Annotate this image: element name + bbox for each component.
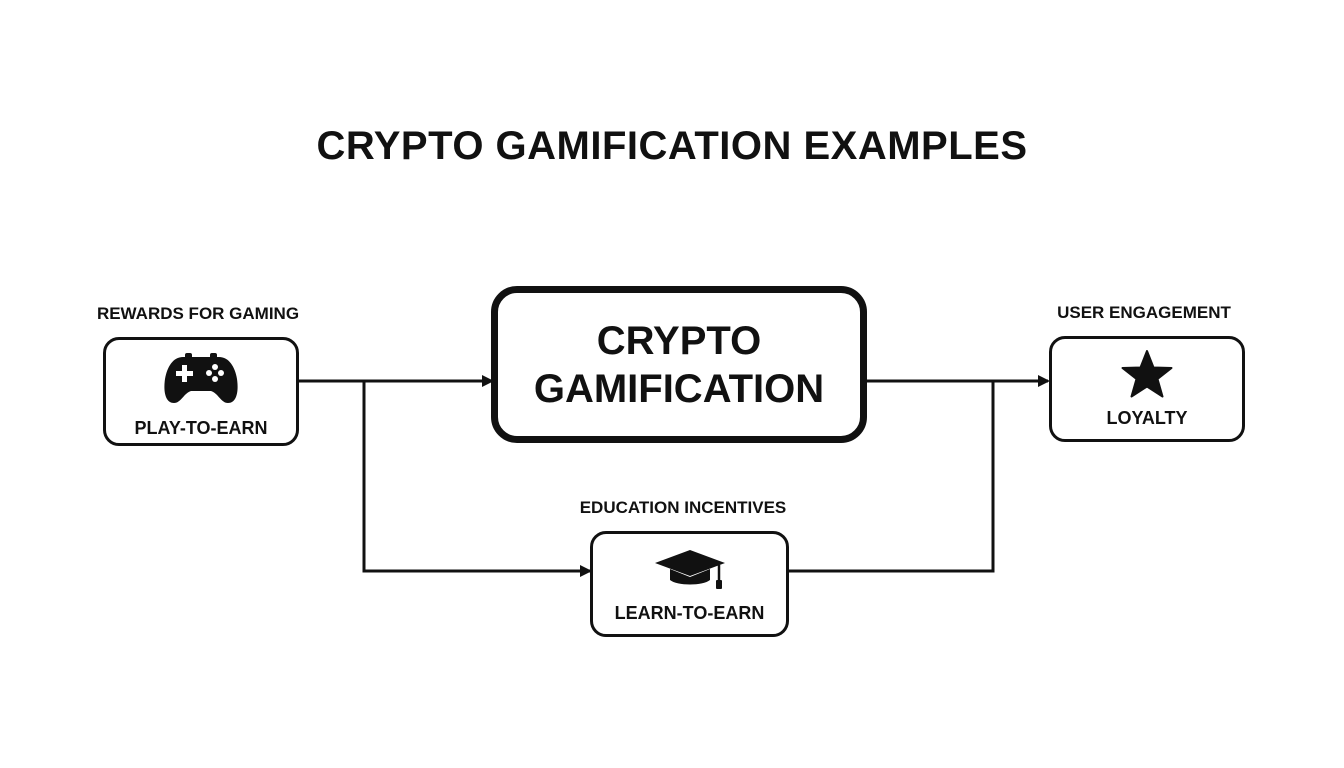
label-loyalty: LOYALTY: [1106, 408, 1188, 428]
caption-user-engagement: USER ENGAGEMENT: [1057, 303, 1231, 322]
label-learn-to-earn: LEARN-TO-EARN: [614, 603, 765, 623]
label-play-to-earn: PLAY-TO-EARN: [134, 417, 268, 438]
graduation-cap-icon: [653, 548, 727, 592]
node-learn-to-earn: LEARN-TO-EARN: [590, 531, 789, 637]
central-line-2: GAMIFICATION: [533, 366, 825, 411]
central-node: CRYPTO GAMIFICATION: [491, 286, 867, 443]
node-loyalty: LOYALTY: [1049, 336, 1245, 442]
arrow-branch-to-learn: [362, 381, 592, 577]
central-line-1: CRYPTO: [596, 318, 762, 363]
line-learn-to-loyalty: [788, 381, 995, 573]
node-play-to-earn: PLAY-TO-EARN: [103, 337, 299, 446]
star-icon: [1120, 349, 1174, 399]
caption-education-incentives: EDUCATION INCENTIVES: [579, 498, 787, 517]
gamepad-icon: [163, 351, 239, 407]
diagram-title: CRYPTO GAMIFICATION EXAMPLES: [316, 124, 1028, 168]
caption-rewards-for-gaming: REWARDS FOR GAMING: [96, 304, 300, 323]
